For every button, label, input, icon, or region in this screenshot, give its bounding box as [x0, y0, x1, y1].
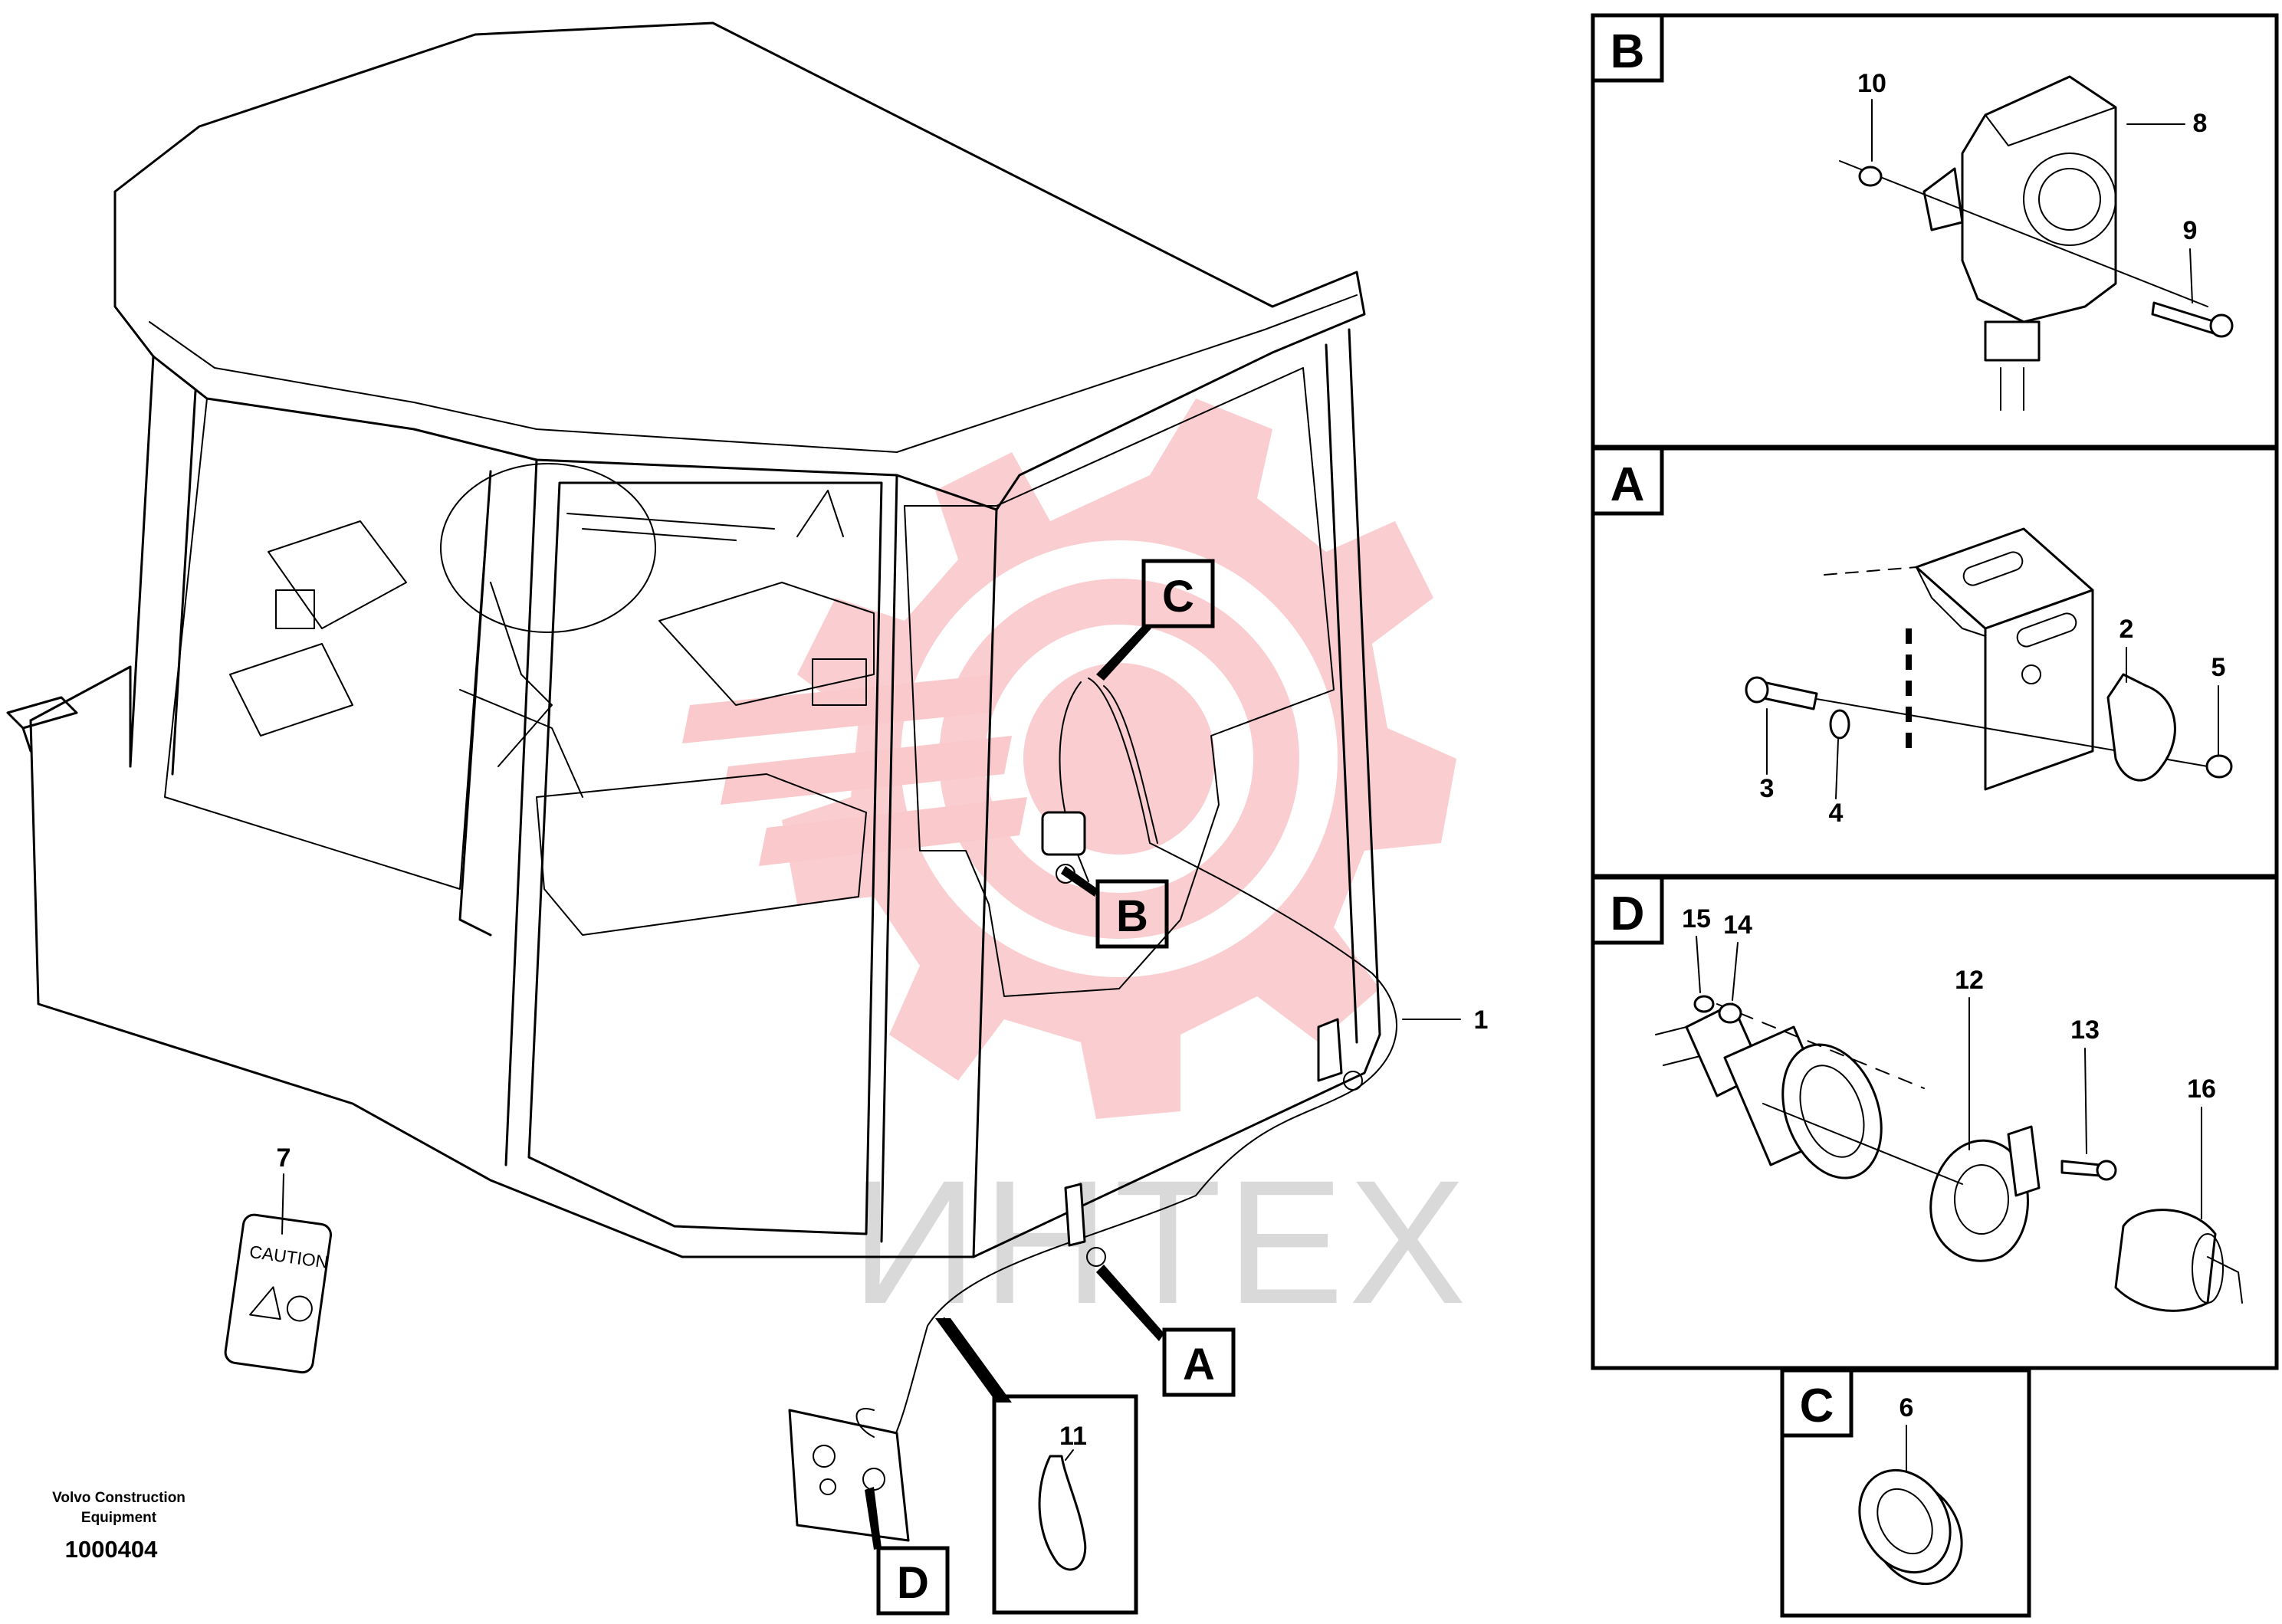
cable-tie-icon [1038, 1455, 1087, 1571]
socket-plate-d [788, 1409, 910, 1542]
callout-a-main: A [1096, 1265, 1236, 1397]
callout-b-main: B [1061, 866, 1169, 949]
detail-panel-b: B 10 8 9 [1591, 13, 2279, 449]
watermark-speed-lines-icon [682, 674, 1027, 866]
corporate-name-line1: Volvo Construction [52, 1490, 186, 1506]
part-number-2: 2 [2119, 615, 2134, 644]
detail-panel-a: A 2 5 3 4 [1591, 446, 2279, 878]
caution-decal [224, 1213, 333, 1374]
nut-10-icon [1858, 166, 1883, 187]
cab-interior [229, 463, 875, 936]
callout-c-main: C [1096, 559, 1215, 681]
screw-9-icon [2151, 301, 2217, 335]
part-number-4: 4 [1829, 799, 1844, 828]
cab-clamp-lower [1064, 1183, 1086, 1247]
detail-panel-d: D 15 14 12 13 16 [1591, 875, 2279, 1370]
part-number-7: 7 [277, 1143, 291, 1173]
part-number-13: 13 [2070, 1015, 2100, 1045]
watermark-gear-icon [782, 399, 1456, 1119]
part-number-9: 9 [2183, 216, 2198, 245]
part-number-8: 8 [2193, 109, 2208, 138]
part-number-10: 10 [1857, 69, 1886, 98]
part-number-5: 5 [2211, 653, 2226, 682]
corporate-name-line2: Equipment [81, 1510, 157, 1526]
clamp-2-icon [2106, 673, 2176, 782]
bracket-icon [1824, 527, 2094, 791]
callout-c-main-label: C [1162, 572, 1194, 622]
socket-body-icon [1655, 1002, 2041, 1262]
cap-16-icon [2114, 1209, 2243, 1312]
detail-d-label: D [1611, 887, 1645, 940]
watermark-text: ИНТЕХ [851, 1143, 1471, 1340]
detail-a-label: A [1611, 458, 1645, 511]
detail-panel-c: C 6 [1780, 1368, 2031, 1618]
nut-5-icon [2205, 754, 2233, 779]
drawing-number: 1000404 [65, 1536, 158, 1563]
cab-assembly-drawing: CAUTION [6, 21, 1397, 1542]
socket-housing-icon [1922, 75, 2117, 411]
part-number-6: 6 [1899, 1393, 1914, 1422]
detail-c-label: C [1800, 1380, 1834, 1432]
detail-b-label: B [1611, 25, 1645, 78]
callout-a-main-label: A [1183, 1340, 1215, 1389]
callout-b-main-label: B [1116, 891, 1148, 941]
washer-4-icon [1829, 709, 1850, 740]
screw-13-icon [2060, 1160, 2102, 1177]
washer-14-icon [1718, 1002, 1742, 1024]
part-number-3: 3 [1760, 774, 1775, 803]
cable-tie-inset: 11 [935, 1317, 1138, 1615]
part-number-1: 1 [1474, 1006, 1489, 1035]
part-number-12: 12 [1955, 966, 1984, 995]
part-number-16: 16 [2187, 1074, 2216, 1104]
part-number-14: 14 [1723, 910, 1752, 940]
cab-socket-b [1041, 811, 1086, 856]
bolt-3-icon [1758, 681, 1818, 710]
part-number-11: 11 [1059, 1422, 1087, 1451]
nut-15-icon [1693, 995, 1715, 1013]
watermark: ИНТЕХ [682, 399, 1471, 1340]
cab-clamp-upper [1317, 1018, 1343, 1082]
callout-d-main: D [865, 1487, 950, 1616]
grommet-6-icon [1858, 1468, 1963, 1586]
callout-d-main-label: D [897, 1558, 929, 1608]
part-number-15: 15 [1682, 904, 1711, 933]
